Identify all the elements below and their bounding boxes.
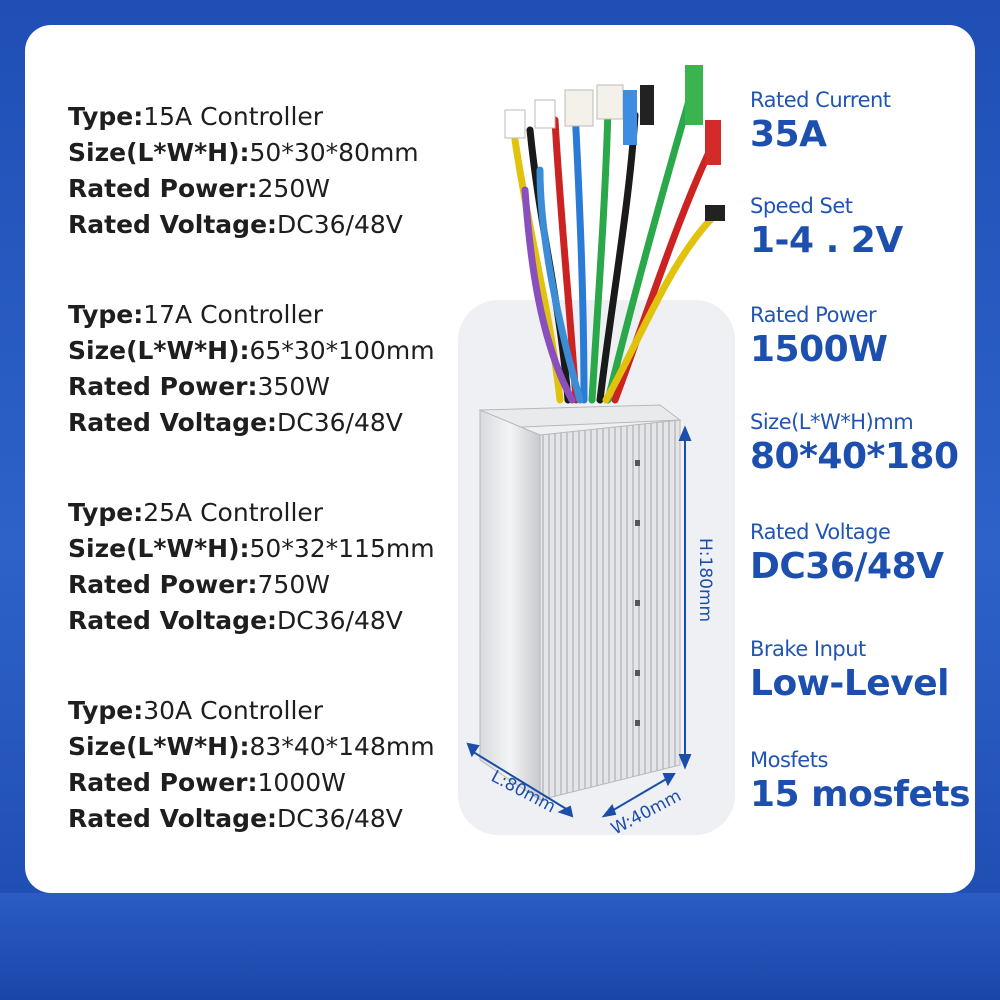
- spec-size: Size(L*W*H):83*40*148mm: [68, 732, 435, 761]
- spec-voltage: Rated Voltage:DC36/48V: [68, 804, 403, 833]
- spec-15a: Type:15A Controller Size(L*W*H):50*30*80…: [68, 99, 419, 243]
- spec-size: Size(L*W*H):65*30*100mm: [68, 336, 435, 365]
- rating-label: Speed Set: [750, 194, 853, 218]
- spec-size: Size(L*W*H):50*32*115mm: [68, 534, 435, 563]
- spec-type: Type:17A Controller: [68, 300, 324, 329]
- dimension-arrows: [466, 425, 692, 818]
- rating-voltage: Rated Voltage DC36/48V: [750, 520, 944, 587]
- spec-type: Type:15A Controller: [68, 102, 324, 131]
- rating-size: Size(L*W*H)mm 80*40*180: [750, 410, 959, 477]
- spec-voltage: Rated Voltage:DC36/48V: [68, 210, 403, 239]
- rating-value: 1500W: [750, 329, 888, 370]
- rating-label: Rated Voltage: [750, 520, 891, 544]
- rating-brake-input: Brake Input Low-Level: [750, 637, 949, 704]
- spec-17a: Type:17A Controller Size(L*W*H):65*30*10…: [68, 297, 435, 441]
- rating-label: Rated Power: [750, 303, 877, 327]
- spec-size: Size(L*W*H):50*30*80mm: [68, 138, 419, 167]
- wire-bundle: [511, 76, 719, 404]
- rating-value: 80*40*180: [750, 436, 959, 477]
- width-dimension: W:40mm: [608, 786, 685, 839]
- rating-value: Low-Level: [750, 663, 949, 704]
- rating-power: Rated Power 1500W: [750, 303, 888, 370]
- rating-value: 35A: [750, 114, 827, 155]
- height-dimension: H:180mm: [695, 538, 715, 622]
- rating-value: 1-4 . 2V: [750, 220, 903, 261]
- case-fins: [539, 419, 681, 801]
- rating-speed-set: Speed Set 1-4 . 2V: [750, 194, 903, 261]
- rating-label: Brake Input: [750, 637, 866, 661]
- spec-25a: Type:25A Controller Size(L*W*H):50*32*11…: [68, 495, 435, 639]
- spec-30a: Type:30A Controller Size(L*W*H):83*40*14…: [68, 693, 435, 837]
- spec-voltage: Rated Voltage:DC36/48V: [68, 408, 403, 437]
- controller-image: H:180mm L:80mm W:40mm: [466, 65, 725, 839]
- rating-value: 15 mosfets: [750, 774, 971, 815]
- bottom-band: [0, 893, 1000, 1000]
- spec-type: Type:25A Controller: [68, 498, 324, 527]
- spec-power: Rated Power:350W: [68, 372, 330, 401]
- spec-power: Rated Power:250W: [68, 174, 330, 203]
- connector-plugs: [504, 65, 725, 221]
- rating-label: Rated Current: [750, 88, 891, 112]
- spec-type: Type:30A Controller: [68, 696, 324, 725]
- rating-current: Rated Current 35A: [750, 88, 891, 155]
- rating-label: Mosfets: [750, 748, 828, 772]
- spec-power: Rated Power:750W: [68, 570, 330, 599]
- spec-voltage: Rated Voltage:DC36/48V: [68, 606, 403, 635]
- case-front: [479, 409, 541, 801]
- rating-label: Size(L*W*H)mm: [750, 410, 914, 434]
- spec-power: Rated Power:1000W: [68, 768, 346, 797]
- rating-mosfets: Mosfets 15 mosfets: [750, 748, 971, 815]
- mounting-screws: [635, 460, 640, 726]
- rating-value: DC36/48V: [750, 546, 944, 587]
